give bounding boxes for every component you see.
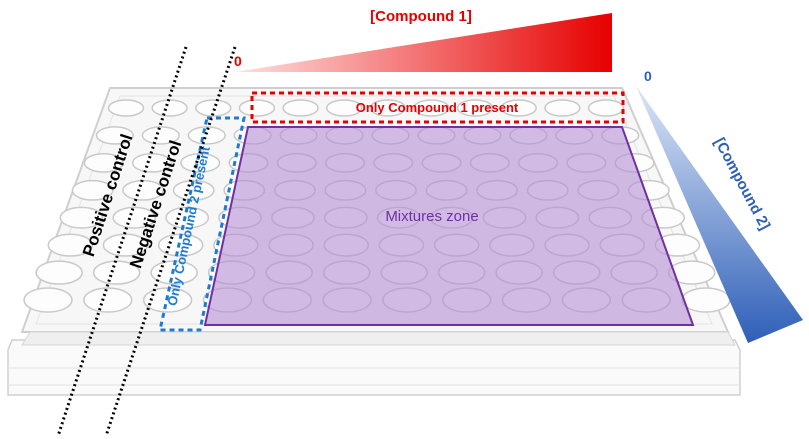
well	[282, 99, 319, 117]
well	[195, 99, 232, 117]
well	[59, 206, 104, 229]
well	[95, 126, 134, 145]
well	[587, 99, 625, 117]
mixtures-zone: Mixtures zone	[203, 126, 695, 326]
plate-base	[7, 339, 741, 396]
well	[500, 99, 537, 117]
well	[83, 152, 124, 173]
well	[180, 152, 221, 173]
well	[172, 179, 215, 201]
well	[83, 287, 133, 313]
compound1-gradient: [Compound 1] 0	[234, 8, 612, 72]
well	[107, 99, 145, 117]
compound1-axis-label: [Compound 1]	[370, 8, 472, 25]
well	[71, 179, 114, 201]
negative-control-line	[104, 46, 237, 437]
well	[35, 260, 83, 285]
positive-control-line	[56, 46, 188, 437]
well	[112, 206, 157, 229]
well	[131, 152, 173, 173]
well	[187, 126, 226, 145]
well	[369, 99, 407, 117]
well	[23, 287, 73, 313]
well	[47, 233, 94, 257]
well	[544, 99, 581, 117]
well	[681, 287, 731, 313]
only-compound1-label: Only Compound 1 present	[356, 100, 519, 115]
only-compound1-zone: Only Compound 1 present	[250, 91, 625, 124]
mixtures-zone-label: Mixtures zone	[385, 208, 478, 225]
control-lines	[56, 46, 237, 437]
well	[238, 99, 276, 117]
well	[456, 99, 494, 117]
well	[325, 99, 363, 117]
well	[413, 99, 450, 117]
well	[141, 126, 180, 145]
compound2-zero-label: 0	[644, 68, 652, 84]
well	[151, 99, 188, 117]
compound1-zero-label: 0	[234, 53, 242, 69]
